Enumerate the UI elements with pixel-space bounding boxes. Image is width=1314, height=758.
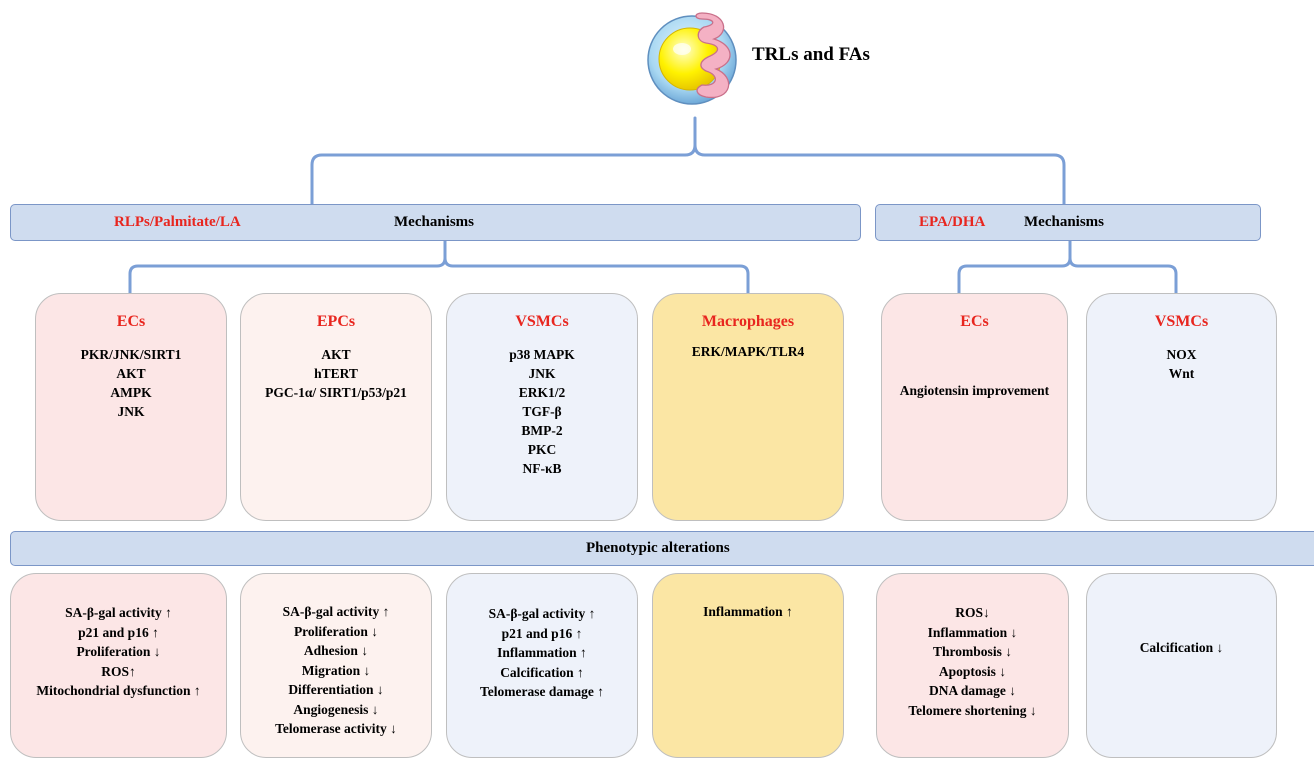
phenotype-line: DNA damage ↓: [929, 683, 1016, 698]
card-title: ECs: [116, 313, 146, 330]
card-title: ECs: [960, 313, 989, 330]
phenotype-line: Inflammation ↑: [497, 645, 587, 660]
phenotype-heading: Phenotypic alterations: [586, 540, 730, 556]
card-line: Wnt: [1168, 366, 1195, 381]
lipoprotein-icon: [647, 12, 737, 105]
phenotype-bar: Phenotypic alterations: [10, 531, 1314, 566]
phenotype-line: ROS↑: [101, 663, 136, 679]
card-title: EPCs: [316, 313, 356, 330]
phenotype-card-vsmcs-left: SA-β-gal activity ↑ p21 and p16 ↑ Inflam…: [446, 573, 638, 758]
card-line: AMPK: [110, 385, 152, 400]
phenotype-line: Calcification ↓: [1139, 640, 1224, 655]
phenotype-line: Telomerase activity ↓: [275, 721, 397, 736]
card-line: PGC-1α/ SIRT1/p53/p21: [265, 385, 407, 400]
phenotype-line: Differentiation ↓: [288, 682, 384, 697]
right-agent-label: EPA/DHA: [919, 214, 986, 230]
card-line: NOX: [1166, 347, 1197, 362]
phenotype-line: SA-β-gal activity ↑: [65, 605, 172, 620]
card-line: ERK/MAPK/TLR4: [691, 344, 805, 359]
card-line: Angiotensin improvement: [899, 383, 1050, 398]
mechanism-card-macrophages: Macrophages ERK/MAPK/TLR4: [652, 293, 844, 521]
mechanism-card-vsmcs-right: VSMCs NOX Wnt: [1086, 293, 1277, 521]
phenotype-line: Proliferation ↓: [293, 623, 379, 639]
phenotype-line: Thrombosis ↓: [933, 644, 1012, 659]
right-mechanisms-heading: Mechanisms: [1024, 214, 1104, 230]
phenotype-line: Telomerase damage ↑: [480, 684, 604, 699]
phenotype-line: Inflammation ↑: [703, 604, 793, 619]
phenotype-line: ROS↓: [955, 605, 990, 620]
card-line: hTERT: [314, 366, 358, 381]
phenotype-line: Calcification ↑: [500, 664, 584, 680]
card-title: Macrophages: [701, 313, 795, 330]
left-agent-label: RLPs/Palmitate/LA: [114, 214, 241, 230]
right-mechanisms-bar: EPA/DHA Mechanisms: [875, 204, 1261, 241]
phenotype-line: p21 and p16 ↑: [78, 624, 159, 640]
phenotype-card-vsmcs-right: Calcification ↓: [1086, 573, 1277, 758]
card-line: TGF-β: [522, 404, 562, 419]
card-line: p38 MAPK: [509, 347, 575, 362]
mechanism-card-ecs-left: ECs PKR/JNK/SIRT1 AKT AMPK JNK: [35, 293, 227, 521]
card-line: BMP-2: [521, 423, 563, 438]
phenotype-line: p21 and p16 ↑: [501, 625, 583, 641]
phenotype-line: Proliferation ↓: [76, 644, 161, 659]
phenotype-line: SA-β-gal activity ↑: [282, 604, 390, 619]
phenotype-card-epcs: SA-β-gal activity ↑ Proliferation ↓ Adhe…: [240, 573, 432, 758]
left-mechanisms-heading: Mechanisms: [394, 214, 474, 230]
card-line: PKR/JNK/SIRT1: [80, 347, 182, 362]
phenotype-line: Telomere shortening ↓: [908, 702, 1037, 718]
card-line: JNK: [528, 366, 556, 381]
card-line: JNK: [117, 404, 145, 419]
card-line: NF-κB: [522, 461, 562, 476]
phenotype-line: Apoptosis ↓: [938, 663, 1007, 679]
mechanism-card-ecs-right: ECs Angiotensin improvement: [881, 293, 1068, 521]
phenotype-card-ecs-right: ROS↓ Inflammation ↓ Thrombosis ↓ Apoptos…: [876, 573, 1069, 758]
mechanism-card-vsmcs-left: VSMCs p38 MAPK JNK ERK1/2 TGF-β BMP-2 PK…: [446, 293, 638, 521]
left-mechanisms-bar: RLPs/Palmitate/LA Mechanisms: [10, 204, 861, 241]
mechanism-card-epcs: EPCs AKT hTERT PGC-1α/ SIRT1/p53/p21: [240, 293, 432, 521]
card-line: ERK1/2: [518, 385, 566, 400]
phenotype-line: Migration ↓: [301, 662, 371, 678]
diagram-title: TRLs and FAs: [752, 44, 870, 65]
phenotype-line: Mitochondrial dysfunction ↑: [36, 683, 201, 698]
card-title: VSMCs: [515, 313, 569, 330]
card-line: AKT: [321, 347, 351, 362]
phenotype-card-ecs-left: SA-β-gal activity ↑ p21 and p16 ↑ Prolif…: [10, 573, 227, 758]
phenotype-line: Angiogenesis ↓: [293, 701, 379, 717]
card-line: PKC: [527, 442, 557, 457]
phenotype-line: SA-β-gal activity ↑: [488, 606, 596, 621]
card-title: VSMCs: [1154, 313, 1209, 330]
phenotype-card-macrophages: Inflammation ↑: [652, 573, 844, 758]
card-line: AKT: [116, 366, 146, 381]
phenotype-line: Inflammation ↓: [927, 624, 1018, 640]
phenotype-line: Adhesion ↓: [303, 643, 369, 658]
